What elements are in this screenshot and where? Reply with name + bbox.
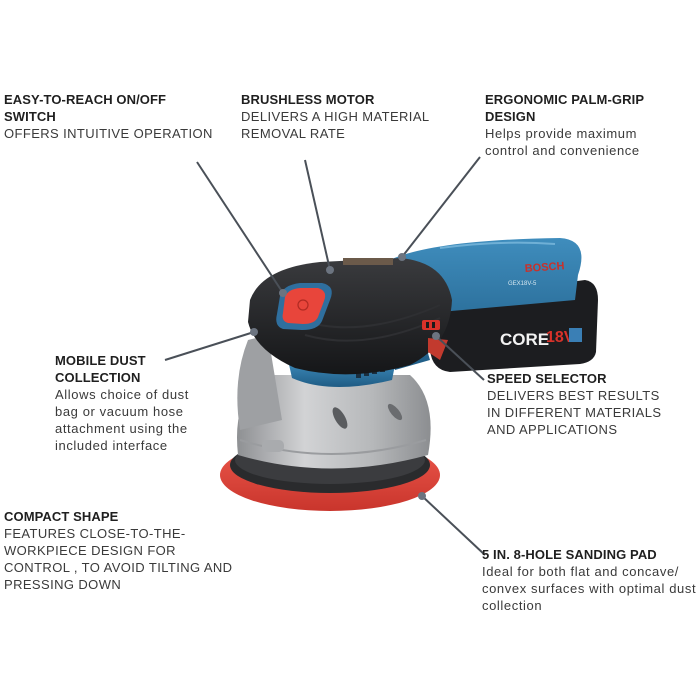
callout-compact-shape: COMPACT SHAPE FEATURES CLOSE-TO-THE- WOR… bbox=[4, 508, 232, 593]
callout-description: FEATURES CLOSE-TO-THE- WORKPIECE DESIGN … bbox=[4, 526, 233, 592]
battery-voltage-label: 18V bbox=[546, 329, 575, 346]
dust-shroud bbox=[237, 335, 431, 469]
on-off-switch[interactable] bbox=[276, 283, 332, 330]
vent-label bbox=[343, 258, 393, 265]
brand-logo: BOSCH bbox=[524, 260, 565, 275]
battery-core-label: CORE bbox=[500, 330, 549, 349]
callout-description: Ideal for both flat and concave/ convex … bbox=[482, 564, 697, 613]
callout-dust-collection: MOBILE DUST COLLECTION Allows choice of … bbox=[55, 352, 189, 454]
callout-description: Allows choice of dust bag or vacuum hose… bbox=[55, 387, 189, 453]
callout-on-off-switch: EASY-TO-REACH ON/OFF SWITCH OFFERS INTUI… bbox=[4, 91, 213, 142]
callout-description: Helps provide maximum control and conven… bbox=[485, 126, 640, 158]
callout-title: COMPACT SHAPE bbox=[4, 509, 119, 524]
power-icon bbox=[297, 299, 309, 311]
callout-title: EASY-TO-REACH ON/OFF SWITCH bbox=[4, 92, 167, 124]
callout-description: OFFERS INTUITIVE OPERATION bbox=[4, 126, 213, 141]
callout-sanding-pad: 5 IN. 8-HOLE SANDING PAD Ideal for both … bbox=[482, 546, 696, 614]
callout-title: SPEED SELECTOR bbox=[487, 371, 607, 386]
callout-palm-grip: ERGONOMIC PALM-GRIP DESIGN Helps provide… bbox=[485, 91, 644, 159]
callout-title: ERGONOMIC PALM-GRIP DESIGN bbox=[485, 92, 645, 124]
leader-dots bbox=[250, 253, 440, 500]
callout-description: DELIVERS BEST RESULTS IN DIFFERENT MATER… bbox=[487, 388, 662, 437]
callout-title: 5 IN. 8-HOLE SANDING PAD bbox=[482, 547, 657, 562]
callout-speed-selector: SPEED SELECTOR DELIVERS BEST RESULTS IN … bbox=[487, 370, 661, 438]
callout-title: MOBILE DUST COLLECTION bbox=[55, 353, 146, 385]
dust-port-clip bbox=[262, 440, 284, 452]
model-label: GEX18V-5 bbox=[508, 281, 537, 287]
leader-lines bbox=[164, 156, 486, 556]
callout-description: DELIVERS A HIGH MATERIAL REMOVAL RATE bbox=[241, 109, 430, 141]
callout-title: BRUSHLESS MOTOR bbox=[241, 92, 375, 107]
callout-brushless-motor: BRUSHLESS MOTOR DELIVERS A HIGH MATERIAL… bbox=[241, 91, 430, 142]
